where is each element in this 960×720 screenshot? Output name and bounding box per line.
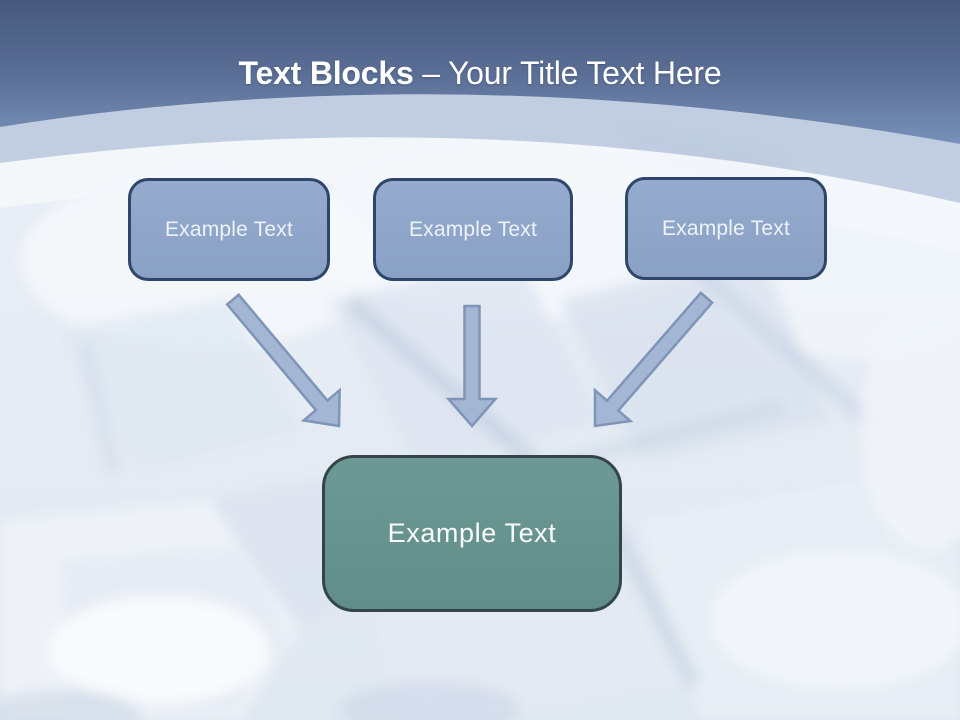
text-block-label: Example Text: [408, 217, 538, 241]
text-block-top-1: Example Text: [128, 178, 330, 281]
text-block-center: Example Text: [322, 455, 622, 612]
title-regular-text: – Your Title Text Here: [413, 55, 722, 91]
text-block-label: Example Text: [164, 217, 294, 241]
text-block-label: Example Text: [387, 518, 557, 548]
header-curve: [0, 0, 960, 252]
page-title: Text Blocks – Your Title Text Here: [0, 54, 960, 92]
title-bold-text: Text Blocks: [238, 55, 414, 91]
text-block-label: Example Text: [661, 216, 791, 240]
text-block-top-3: Example Text: [625, 177, 827, 280]
text-block-top-2: Example Text: [373, 178, 573, 281]
header-blue-area: [0, 0, 960, 144]
header-translucent-band: [0, 94, 960, 203]
header-glow-band: [0, 137, 960, 252]
